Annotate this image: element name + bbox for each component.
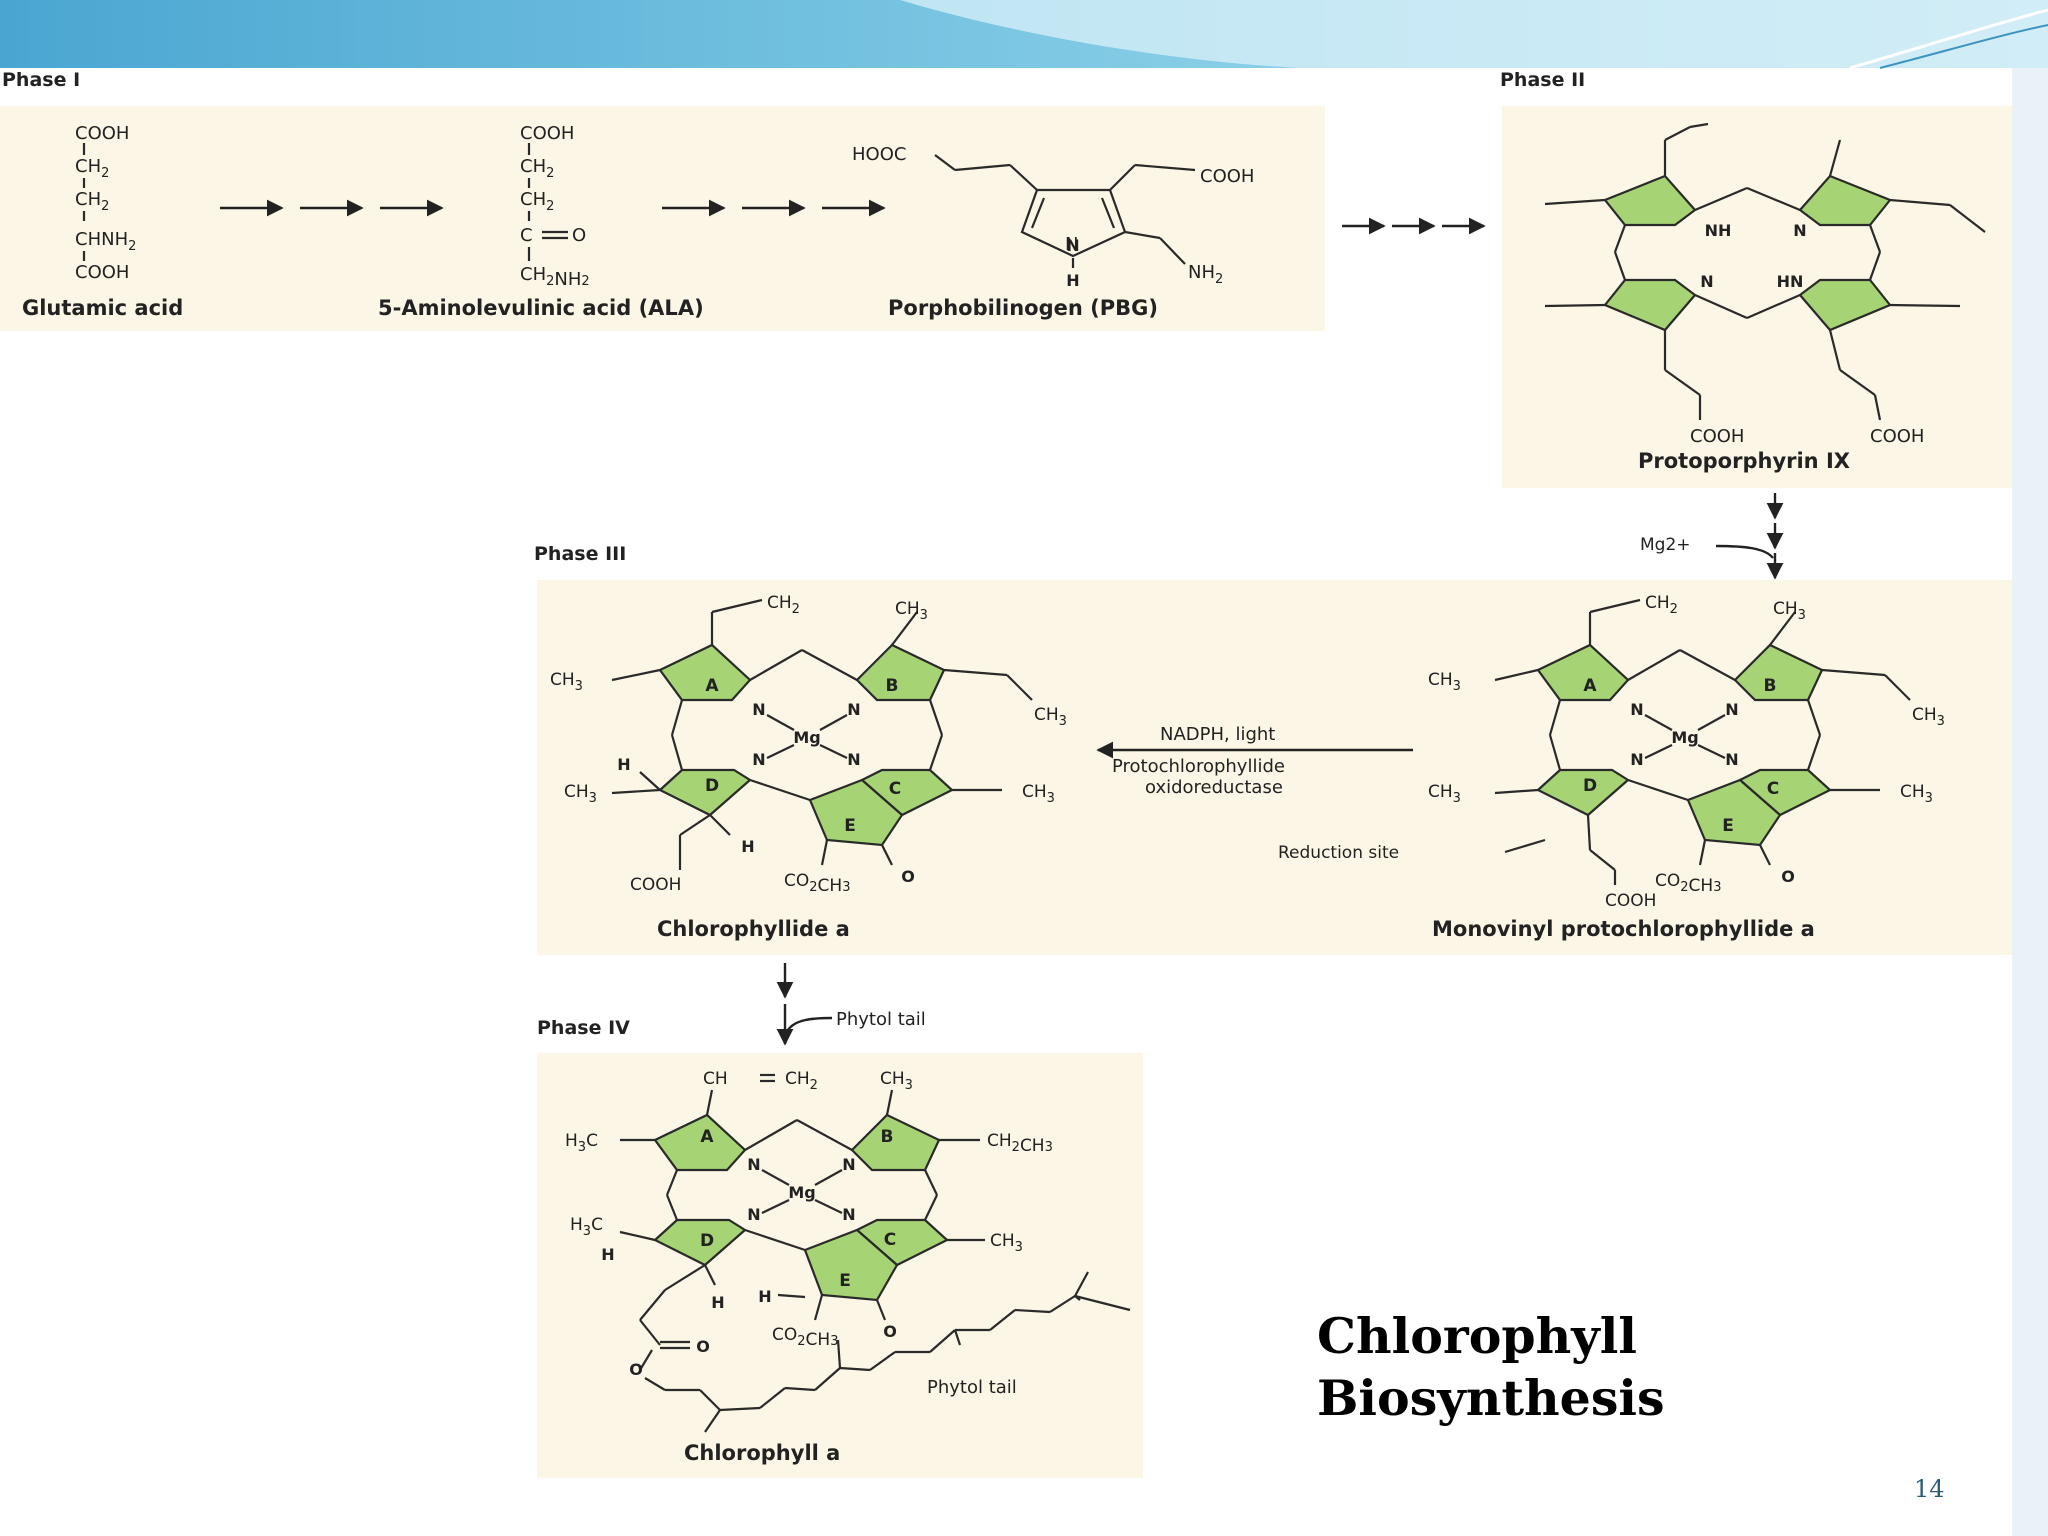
slide-title: Chlorophyll Biosynthesis: [1317, 1305, 1665, 1429]
enzyme-label-line1: Protochlorophyllide: [1112, 756, 1285, 777]
monovinyl-label: Monovinyl protochlorophyllide a: [1432, 917, 1815, 941]
svg-text:N: N: [847, 750, 860, 769]
svg-text:HN: HN: [1777, 272, 1804, 291]
phytol-addition-arrow: [776, 963, 833, 1046]
slide-title-line1: Chlorophyll: [1317, 1307, 1638, 1365]
svg-text:N: N: [1065, 234, 1078, 255]
svg-text:COOH: COOH: [1690, 426, 1744, 447]
protoporphyrin-structure: NH N N HN COOH COOH: [1544, 122, 1986, 447]
svg-text:C: C: [884, 1230, 896, 1250]
svg-text:B: B: [881, 1127, 894, 1147]
svg-text:N: N: [1793, 221, 1806, 240]
phase3-panel: [537, 580, 2012, 955]
svg-text:O: O: [696, 1337, 710, 1356]
svg-text:A: A: [705, 676, 719, 696]
svg-text:B: B: [1764, 676, 1777, 696]
svg-text:H: H: [741, 837, 754, 856]
phytol-tail-arrow-label: Phytol tail: [836, 1009, 926, 1030]
ala-label: 5-Aminolevulinic acid (ALA): [378, 296, 704, 320]
phase2-label: Phase II: [1500, 69, 1585, 91]
svg-text:O: O: [1781, 867, 1795, 886]
mg-insertion-arrow: [1715, 493, 1784, 580]
svg-text:CHNH2: CHNH2: [75, 229, 136, 254]
chlorophyll-a-label: Chlorophyll a: [684, 1441, 840, 1465]
svg-text:O: O: [901, 867, 915, 886]
svg-text:N: N: [842, 1155, 855, 1174]
slide-title-line2: Biosynthesis: [1317, 1369, 1665, 1427]
svg-text:D: D: [705, 776, 719, 796]
svg-text:COOH: COOH: [1870, 426, 1924, 447]
svg-text:N: N: [747, 1155, 760, 1174]
svg-text:N: N: [752, 750, 765, 769]
svg-text:D: D: [700, 1231, 714, 1251]
enzyme-label-line2: oxidoreductase: [1145, 777, 1283, 798]
svg-text:H: H: [601, 1245, 614, 1264]
glutamic-acid-label: Glutamic acid: [22, 296, 183, 320]
svg-text:B: B: [886, 676, 899, 696]
svg-text:Mg: Mg: [1671, 728, 1698, 747]
mg-label: Mg2+: [1640, 535, 1691, 555]
svg-text:COOH: COOH: [1605, 891, 1656, 911]
nadph-label: NADPH, light: [1160, 724, 1275, 745]
phase1-panel: [0, 106, 1325, 331]
protoporphyrin-label: Protoporphyrin IX: [1638, 449, 1850, 473]
svg-text:N: N: [752, 700, 765, 719]
phase3-label: Phase III: [534, 543, 626, 565]
phase1-label: Phase I: [2, 69, 80, 91]
svg-text:E: E: [844, 816, 856, 836]
phase2-panel: [1502, 106, 2012, 488]
svg-text:N: N: [1725, 700, 1738, 719]
svg-text:HOOC: HOOC: [852, 144, 906, 165]
svg-text:A: A: [1583, 676, 1597, 696]
svg-text:NH: NH: [1705, 221, 1732, 240]
svg-text:Mg: Mg: [793, 728, 820, 747]
svg-text:COOH: COOH: [75, 262, 129, 283]
svg-text:H: H: [711, 1293, 724, 1312]
svg-text:N: N: [1725, 750, 1738, 769]
glutamic-acid-structure: COOH CH2 CH2 CHNH2 COOH: [75, 123, 136, 283]
svg-text:C: C: [520, 225, 533, 246]
svg-text:N: N: [1630, 750, 1643, 769]
svg-text:H: H: [617, 755, 630, 774]
svg-text:N: N: [842, 1205, 855, 1224]
svg-text:COOH: COOH: [520, 123, 574, 144]
phase4-label: Phase IV: [537, 1017, 630, 1039]
svg-text:N: N: [847, 700, 860, 719]
svg-text:A: A: [700, 1127, 714, 1147]
chlorophyllide-structure: A B D C E N N Mg N N CH2 CH3 CH3 CH3 CH3…: [550, 593, 1067, 896]
svg-text:N: N: [747, 1205, 760, 1224]
svg-text:D: D: [1583, 776, 1597, 796]
reduction-site-label: Reduction site: [1278, 843, 1399, 863]
svg-text:CH2: CH2: [520, 189, 554, 214]
svg-text:Mg: Mg: [788, 1183, 815, 1202]
svg-text:COOH: COOH: [630, 875, 681, 895]
svg-text:C: C: [1767, 779, 1779, 799]
chlorophyllide-label: Chlorophyllide a: [657, 917, 850, 941]
phytol-tail-structure-label: Phytol tail: [927, 1377, 1017, 1398]
ala-structure: COOH CH2 CH2 C O CH2NH2: [520, 123, 590, 290]
svg-text:E: E: [1722, 816, 1734, 836]
svg-text:O: O: [572, 225, 586, 246]
svg-text:E: E: [839, 1271, 851, 1291]
svg-text:C: C: [889, 779, 901, 799]
svg-text:O: O: [629, 1360, 643, 1379]
pbg-structure: HOOC COOH NH2 N N H: [852, 144, 1254, 290]
pbg-label: Porphobilinogen (PBG): [888, 296, 1158, 320]
svg-text:COOH: COOH: [1200, 166, 1254, 187]
svg-text:H: H: [758, 1287, 771, 1306]
header-band: [0, 0, 2048, 70]
svg-text:COOH: COOH: [75, 123, 129, 144]
svg-text:N: N: [1066, 236, 1079, 255]
svg-text:O: O: [883, 1322, 897, 1341]
right-edge-strip: [2012, 68, 2048, 1536]
svg-text:N: N: [1700, 272, 1713, 291]
svg-text:H: H: [1066, 271, 1079, 290]
svg-text:N: N: [1630, 700, 1643, 719]
svg-text:CH: CH: [703, 1069, 728, 1089]
page-number: 14: [1914, 1475, 1945, 1503]
